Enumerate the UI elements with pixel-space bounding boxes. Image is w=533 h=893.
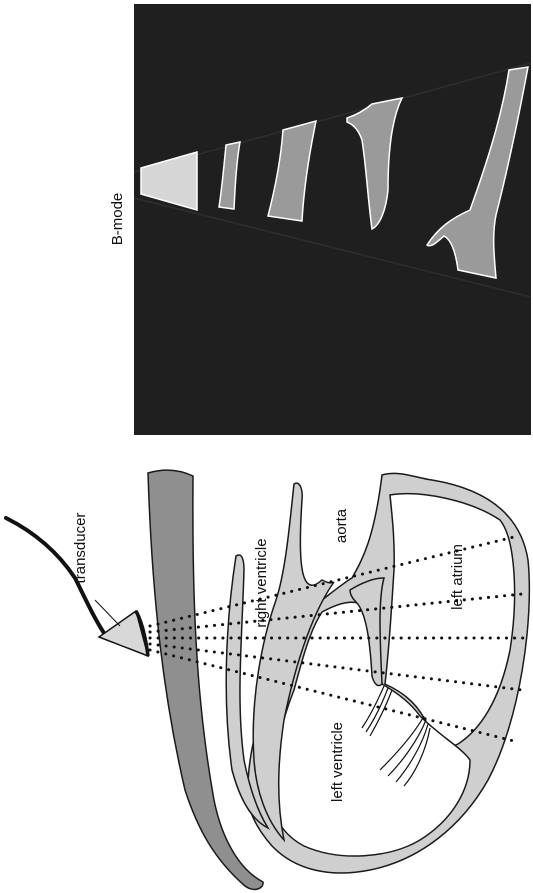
transducer-label: transducer — [72, 513, 89, 584]
bmode-label: B-mode — [109, 193, 126, 246]
chest-wall — [148, 470, 263, 889]
transducer-cable — [6, 518, 106, 636]
aorta-label: aorta — [333, 508, 350, 543]
right-ventricle-label: right ventricle — [253, 538, 270, 627]
left-atrium-label: left atrium — [449, 544, 466, 610]
left-ventricle-label: left ventricle — [329, 722, 346, 802]
bmode-panel: B-mode — [109, 4, 531, 435]
heart-diagram: transducer — [6, 470, 529, 889]
